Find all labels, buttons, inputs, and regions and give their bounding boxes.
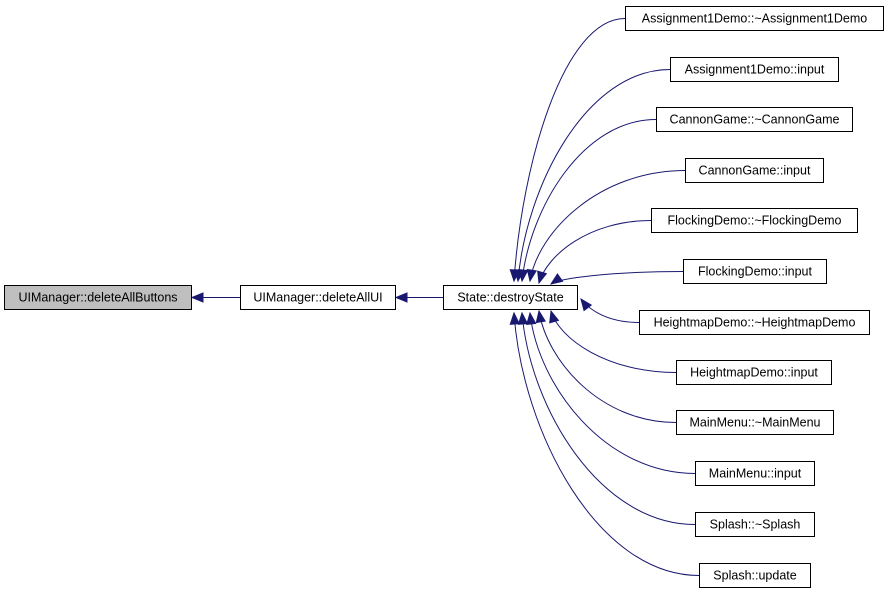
node-label: CannonGame::~CannonGame <box>670 113 840 127</box>
node-label: Assignment1Demo::~Assignment1Demo <box>642 12 867 26</box>
node-box[interactable] <box>670 57 839 82</box>
node-mainmenu-dtor-mainmenu[interactable]: MainMenu::~MainMenu <box>676 410 834 435</box>
arrowhead-icon <box>190 292 204 303</box>
arrowhead-icon <box>518 268 529 283</box>
edge-arrow <box>509 18 626 283</box>
edge-arrow <box>517 311 696 525</box>
edge-line <box>513 18 626 282</box>
node-cannongame-input[interactable]: CannonGame::input <box>685 158 824 183</box>
node-uimanager-deleteallui[interactable]: UIManager::deleteAllUI <box>240 285 396 310</box>
arrowhead-icon <box>537 270 548 285</box>
node-label: FlockingDemo::input <box>698 265 812 279</box>
edge-line <box>529 170 686 282</box>
nodes-layer: UIManager::deleteAllButtons UIManager::de… <box>4 6 884 588</box>
edge-line <box>521 119 657 282</box>
node-mainmenu-input[interactable]: MainMenu::input <box>695 461 815 486</box>
edge-line <box>538 220 652 284</box>
edge-arrow <box>580 297 640 323</box>
node-heightmapdemo-dtor-heightmapdemo[interactable]: HeightmapDemo::~HeightmapDemo <box>639 310 870 335</box>
node-box[interactable] <box>4 285 192 310</box>
node-flockingdemo-input[interactable]: FlockingDemo::input <box>683 259 827 284</box>
edge-arrow <box>535 309 677 423</box>
arrowhead-icon <box>509 311 521 325</box>
node-box[interactable] <box>695 461 815 486</box>
node-heightmapdemo-input[interactable]: HeightmapDemo::input <box>676 360 832 385</box>
node-box[interactable] <box>625 6 884 31</box>
node-label: Assignment1Demo::input <box>685 63 825 77</box>
arrowhead-icon <box>580 297 593 312</box>
edge-arrow <box>513 69 671 283</box>
arrowhead-icon <box>549 273 564 285</box>
node-label: UIManager::deleteAllUI <box>253 291 382 305</box>
edge-arrow <box>509 311 700 576</box>
node-cannongame-dtor-cannongame[interactable]: CannonGame::~CannonGame <box>656 107 853 132</box>
node-label: HeightmapDemo::input <box>690 366 818 380</box>
edge-arrow <box>537 220 652 285</box>
node-label: FlockingDemo::~FlockingDemo <box>667 214 841 228</box>
edge-arrow <box>526 311 696 474</box>
node-label: HeightmapDemo::~HeightmapDemo <box>654 316 856 330</box>
edge-line <box>517 69 671 282</box>
edge-arrow <box>394 292 443 303</box>
node-splash-dtor-splash[interactable]: Splash::~Splash <box>695 512 815 537</box>
edge-line <box>538 310 677 423</box>
edge-arrow <box>190 292 240 303</box>
node-label: Splash::update <box>713 569 796 583</box>
arrowhead-icon <box>526 311 537 326</box>
node-uimanager-deleteallbuttons[interactable]: UIManager::deleteAllButtons <box>4 285 192 310</box>
node-assignment1demo-input[interactable]: Assignment1Demo::input <box>670 57 839 82</box>
node-box[interactable] <box>699 563 811 588</box>
node-box[interactable] <box>639 310 870 335</box>
edge-line <box>521 312 696 525</box>
arrowhead-icon <box>394 292 408 303</box>
node-box[interactable] <box>685 158 824 183</box>
node-state-destroystate[interactable]: State::destroyState <box>443 285 578 310</box>
node-label: CannonGame::input <box>699 164 811 178</box>
node-box[interactable] <box>676 360 832 385</box>
edges-layer <box>190 18 700 576</box>
node-assignment1demo-dtor-assignment1demo[interactable]: Assignment1Demo::~Assignment1Demo <box>625 6 884 31</box>
node-box[interactable] <box>695 512 815 537</box>
node-box[interactable] <box>443 285 578 310</box>
node-box[interactable] <box>683 259 827 284</box>
edge-line <box>580 298 640 323</box>
node-label: State::destroyState <box>457 291 563 305</box>
arrowhead-icon <box>535 309 546 324</box>
node-box[interactable] <box>656 107 853 132</box>
edge-line <box>529 312 696 474</box>
edge-arrow <box>526 170 686 283</box>
node-label: MainMenu::input <box>709 467 802 481</box>
node-flockingdemo-dtor-flockingdemo[interactable]: FlockingDemo::~FlockingDemo <box>651 208 858 233</box>
edge-line <box>513 312 700 576</box>
node-label: UIManager::deleteAllButtons <box>18 291 177 305</box>
node-box[interactable] <box>240 285 396 310</box>
node-box[interactable] <box>651 208 858 233</box>
edge-arrow <box>518 119 657 283</box>
node-label: MainMenu::~MainMenu <box>690 416 821 430</box>
node-splash-update[interactable]: Splash::update <box>699 563 811 588</box>
arrowhead-icon <box>517 311 529 325</box>
node-label: Splash::~Splash <box>710 518 801 532</box>
edge-line <box>550 271 684 285</box>
edge-arrow <box>549 309 677 373</box>
node-box[interactable] <box>676 410 834 435</box>
arrowhead-icon <box>549 309 560 324</box>
arrowhead-icon <box>526 268 538 283</box>
edge-arrow <box>549 271 684 285</box>
